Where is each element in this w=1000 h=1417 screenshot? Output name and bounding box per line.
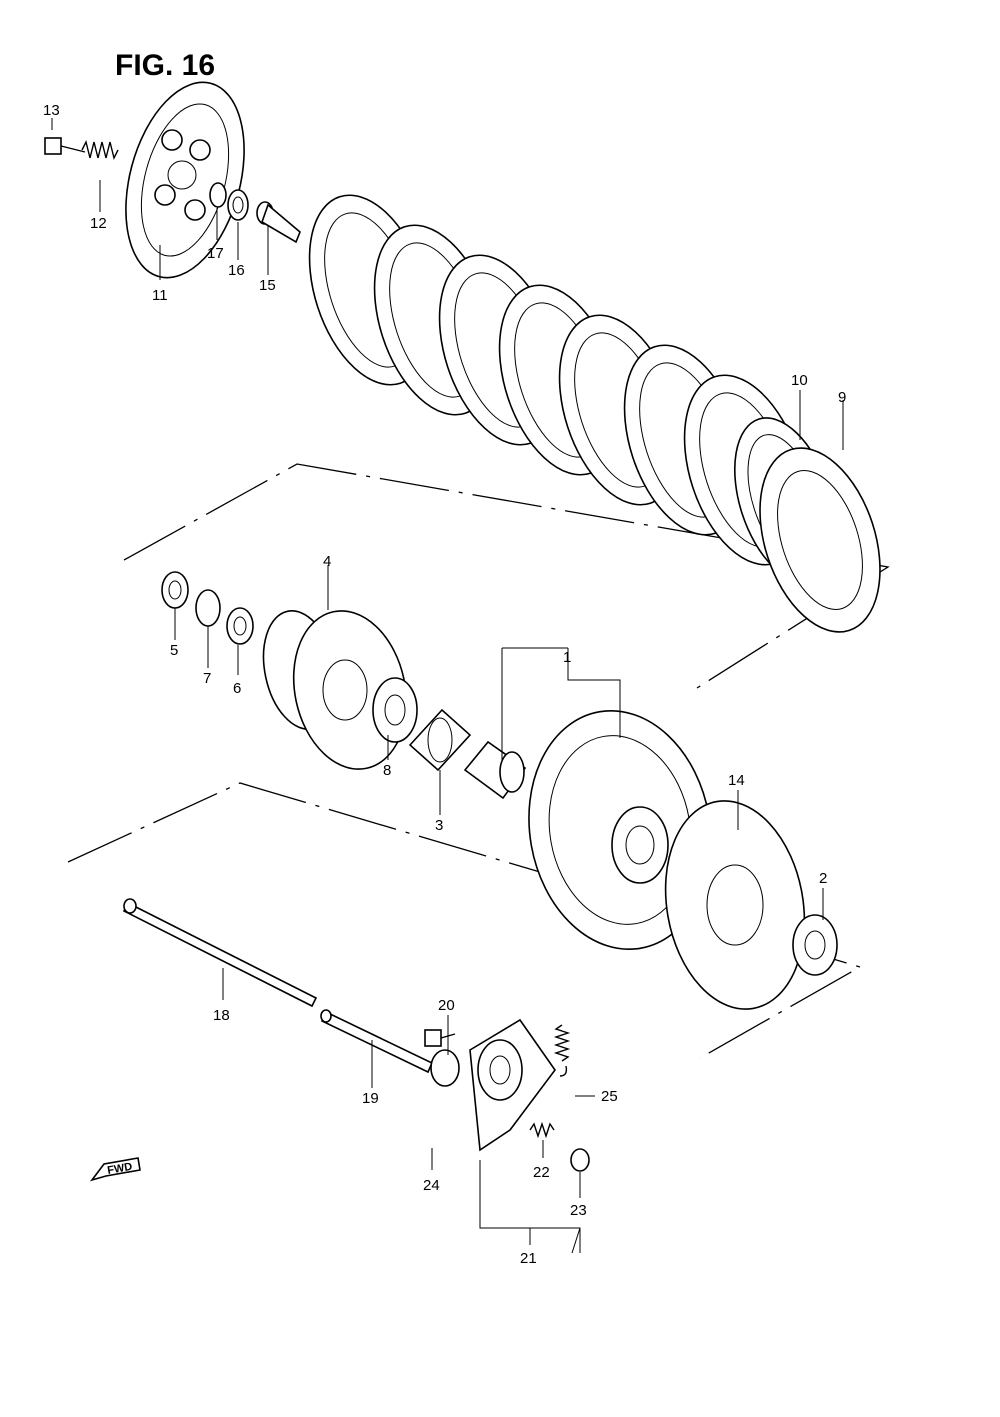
callout-16: 16 xyxy=(228,262,245,279)
driven-plate xyxy=(759,447,881,633)
callout-9: 9 xyxy=(838,389,846,406)
spacer xyxy=(463,740,527,800)
starter-driven-gear xyxy=(664,800,806,1010)
spring xyxy=(81,139,119,161)
callout-2: 2 xyxy=(819,870,827,887)
spring-washer xyxy=(195,589,221,627)
callout-1: 1 xyxy=(563,649,571,666)
callout-10: 10 xyxy=(791,372,808,389)
forward-arrow-icon: FWD xyxy=(89,1157,141,1182)
callout-12: 12 xyxy=(90,215,107,232)
callout-19: 19 xyxy=(362,1090,379,1107)
callout-18: 18 xyxy=(213,1007,230,1024)
callout-22: 22 xyxy=(533,1164,550,1181)
callout-20: 20 xyxy=(438,997,455,1014)
push-piece xyxy=(256,201,301,244)
lock-washer xyxy=(226,607,254,645)
callout-4: 4 xyxy=(323,553,331,570)
figure-title: FIG. 16 xyxy=(115,49,215,82)
clutch-push-rod-19 xyxy=(320,1009,434,1074)
callout-8: 8 xyxy=(383,762,391,779)
callout-11: 11 xyxy=(152,287,168,304)
callout-7: 7 xyxy=(203,670,211,687)
needle-bearing xyxy=(408,708,472,772)
bolt-24 xyxy=(424,1029,456,1047)
return-spring xyxy=(553,1024,571,1077)
clutch-push-rod-18 xyxy=(122,898,318,1008)
callout-5: 5 xyxy=(170,642,178,659)
callout-24: 24 xyxy=(423,1177,440,1194)
callout-14: 14 xyxy=(728,772,745,789)
lock-nut xyxy=(570,1148,590,1172)
callout-13: 13 xyxy=(43,102,60,119)
bearing-inner xyxy=(232,196,244,214)
callout-leaders xyxy=(51,118,844,1254)
callout-23: 23 xyxy=(570,1202,587,1219)
callout-15: 15 xyxy=(259,277,276,294)
washer-2 xyxy=(792,914,838,976)
thrust-washer xyxy=(372,677,418,743)
callout-17: 17 xyxy=(207,245,224,262)
oil-seal xyxy=(430,1049,460,1087)
clutch-release-assembly xyxy=(469,1018,556,1152)
pressure-plate xyxy=(125,81,245,279)
bearing xyxy=(227,189,249,221)
plates-assembly-outline xyxy=(123,463,890,689)
callout-25: 25 xyxy=(601,1088,618,1105)
bolt xyxy=(44,137,86,155)
svg-text:FWD: FWD xyxy=(106,1161,133,1177)
callout-6: 6 xyxy=(233,680,241,697)
callout-21: 21 xyxy=(520,1250,537,1267)
nut xyxy=(161,571,189,609)
washer xyxy=(209,182,227,208)
adjusting-screw xyxy=(529,1121,555,1139)
clutch-sleeve-hub xyxy=(262,610,408,770)
callout-3: 3 xyxy=(435,817,443,834)
